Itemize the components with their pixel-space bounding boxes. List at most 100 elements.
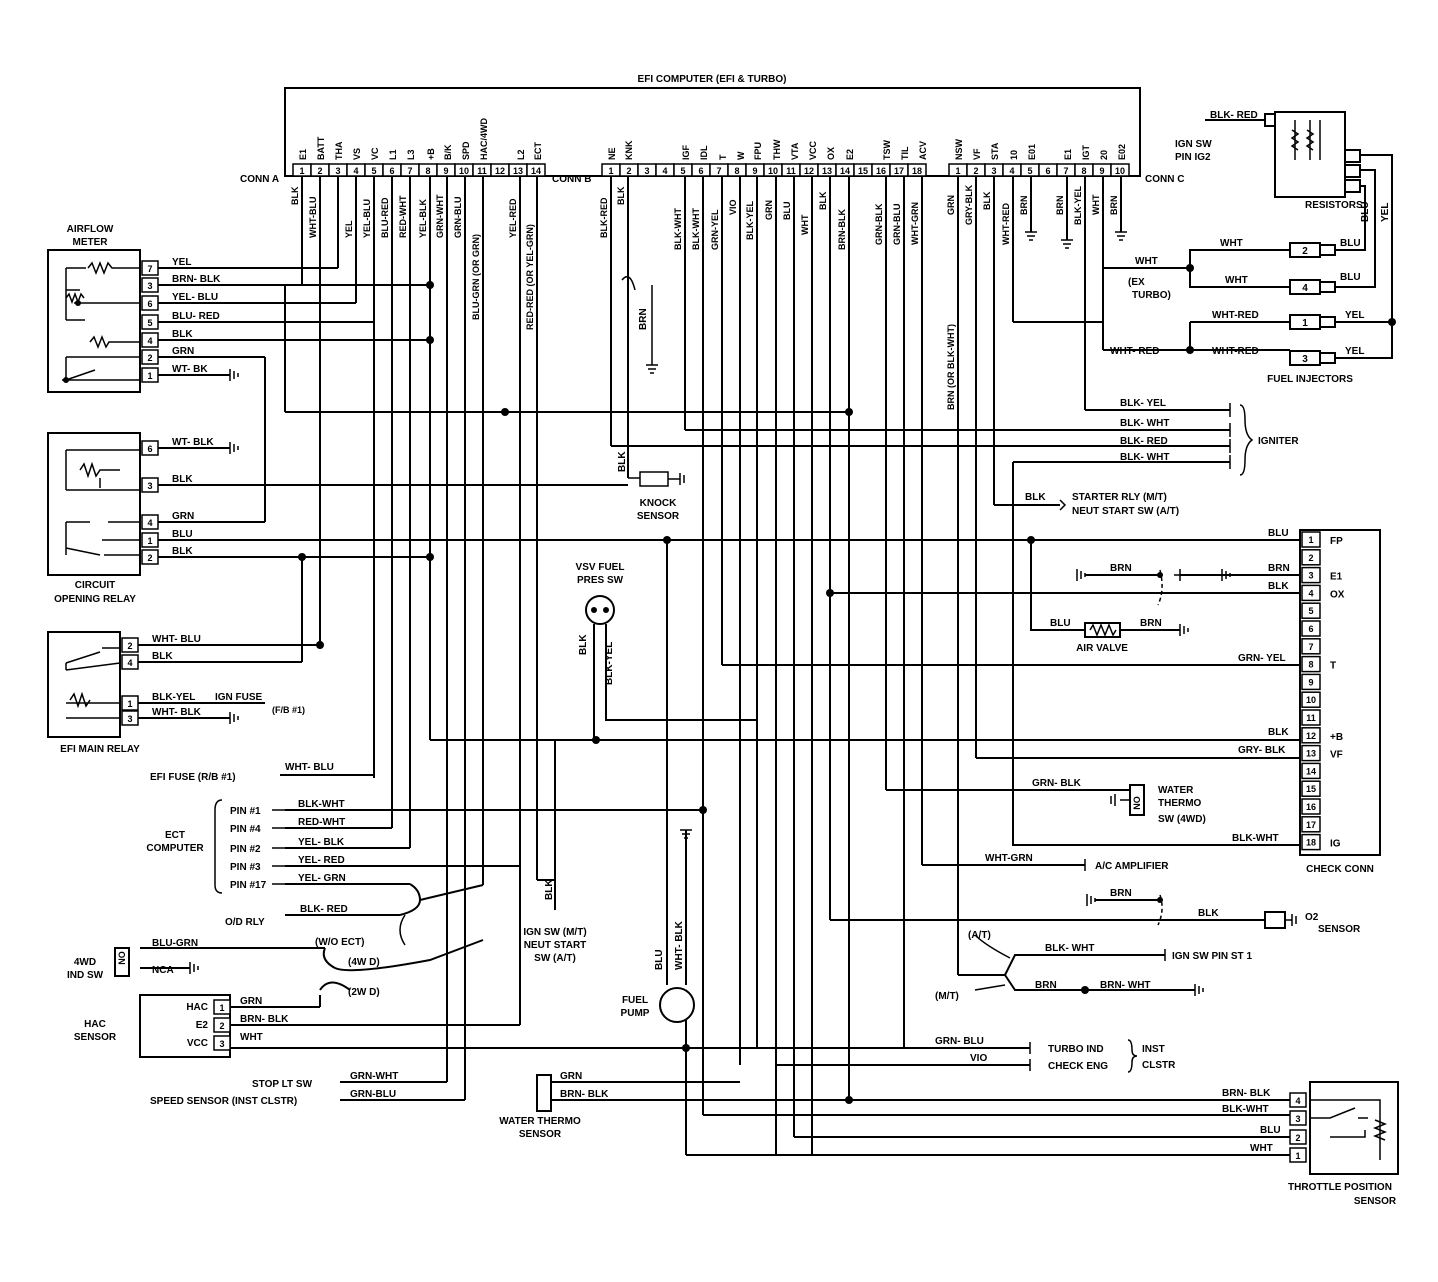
connector-wire-label: BLK <box>152 651 173 662</box>
speed-sensor-label: SPEED SENSOR (INST CLSTR) <box>150 1096 297 1107</box>
check-pin-box <box>1301 798 1321 815</box>
inj-wire-1: WHT <box>1220 238 1243 249</box>
ecu-pin-number: 2 <box>626 166 631 176</box>
ecu-pin-number: 8 <box>734 166 739 176</box>
inst-clstr: GRN- BLU VIO TURBO IND CHECK ENG INST CL… <box>776 1036 1176 1073</box>
ecu-term-b: IDL <box>699 145 709 160</box>
connector-pin-box <box>213 999 231 1015</box>
ecu-term-b: IGF <box>681 144 691 160</box>
wt-sw-title-1: WATER <box>1158 785 1194 796</box>
wts-title-1: WATER THERMO <box>499 1116 581 1127</box>
ign-st-brn-wht: BRN- WHT <box>1100 980 1151 991</box>
ecu-wire-b: BLK-WHT <box>673 208 683 250</box>
fuel-pump-wire-2: WHT- BLK <box>674 920 685 970</box>
injector-2: 2 <box>1302 246 1308 257</box>
ect-title-2: COMPUTER <box>146 843 204 854</box>
ecu-wire-a: YEL-RED <box>508 198 518 238</box>
wt-sw-title-2: THERMO <box>1158 798 1202 809</box>
connector-pin-box <box>213 1035 231 1051</box>
ecu-pin-number: 10 <box>768 166 778 176</box>
ect-pin-label: PIN #17 <box>230 880 267 891</box>
turbo-ind-label: TURBO IND <box>1048 1044 1104 1055</box>
tps-title-2: SENSOR <box>1354 1196 1397 1207</box>
tps-wire-2: BLK-WHT <box>1222 1104 1269 1115</box>
check-pin-box <box>1301 638 1321 655</box>
tps-pin-box <box>1289 1110 1307 1126</box>
ecu-term-c: 10 <box>1009 150 1019 160</box>
ecu-term-a: ECT <box>533 141 543 160</box>
check-pin-box <box>1301 780 1321 797</box>
connector-pin-number: 3 <box>147 481 152 491</box>
connector-pin-number: 2 <box>147 353 152 363</box>
ecu-wire-c: BRN <box>1019 196 1029 216</box>
junction-dots <box>298 264 1396 1141</box>
ecu-pin-number: 4 <box>353 166 358 176</box>
check-pin-box <box>1301 744 1321 762</box>
ecu-term-b: TSW <box>882 139 892 160</box>
ecu-pin-number: 10 <box>459 166 469 176</box>
ect-pin-label: PIN #4 <box>230 824 261 835</box>
starter-wire: BLK <box>1025 492 1046 503</box>
connector-pin-number: 1 <box>219 1003 224 1013</box>
check-pin-number: 8 <box>1308 660 1313 670</box>
ect-wire-label: YEL- RED <box>298 855 345 866</box>
ecu-wire-c: BRN <box>1109 196 1119 216</box>
ex-turbo-1: (EX <box>1128 277 1145 288</box>
check-pin-number: 18 <box>1306 838 1316 848</box>
check-pin-box <box>1301 602 1321 619</box>
ecu-term-a: L2 <box>516 149 526 160</box>
o2-title-2: SENSOR <box>1318 924 1361 935</box>
connector-wire-label: WT- BK <box>172 364 208 375</box>
ecu-term-a: BATT <box>316 136 326 160</box>
inj-wire-r1: BLU <box>1340 238 1361 249</box>
ecu-wire-a: YEL-BLU <box>362 199 372 238</box>
ign-st-brn: BRN <box>1035 980 1057 991</box>
check-pin-term: FP <box>1330 536 1343 547</box>
wt-sw-wire: GRN- BLK <box>1032 778 1082 789</box>
o2-title-1: O2 <box>1305 912 1319 923</box>
check-pin-box <box>1301 691 1321 708</box>
ecu-pin-number: 4 <box>662 166 667 176</box>
brn-ground-wire: BRN <box>1076 563 1163 606</box>
ecu-pin-number: 3 <box>991 166 996 176</box>
ign-sw-mt-wire: BLK <box>544 879 555 900</box>
ecu-wire-c: GRN <box>946 195 956 215</box>
inj-wire-r3: YEL <box>1345 310 1364 321</box>
ecu-term-b: TIL <box>900 146 910 160</box>
check-wire-gry-blk: GRY- BLK <box>1238 745 1286 756</box>
ecu-pin-box <box>907 163 927 177</box>
ecu-term-b: NE <box>607 147 617 160</box>
inst-wire-1: GRN- BLU <box>935 1036 984 1047</box>
ign-sw-mt-3: SW (A/T) <box>534 953 576 964</box>
inj-wht-red-label: WHT- RED <box>1110 346 1159 357</box>
ecu-term-a: L1 <box>388 149 398 160</box>
od-rly-wire: BLK- RED <box>300 904 348 915</box>
tps-pin-number: 1 <box>1295 1151 1300 1161</box>
conn-b-label: CONN B <box>552 174 591 185</box>
efi-fuse-label: EFI FUSE (R/B #1) <box>150 772 236 783</box>
ecu-wire-b: BRN-BLK <box>837 209 847 250</box>
ign-st-mt: (M/T) <box>935 991 959 1002</box>
ecu-wire-c: GRY-BLK <box>964 184 974 225</box>
ecu-pin-number: 14 <box>531 166 541 176</box>
check-pin-number: 13 <box>1306 749 1316 759</box>
ecu-pin-number: 6 <box>1045 166 1050 176</box>
knock-sensor: BLK BRN KNOCK SENSOR <box>617 275 685 522</box>
check-pin-box <box>1301 584 1321 602</box>
ecu-pin-number: 8 <box>1081 166 1086 176</box>
ect-pin-label: PIN #3 <box>230 862 261 873</box>
ecu-wire-b: BLK-RED <box>599 197 609 238</box>
knock-sensor-title-1: KNOCK <box>640 498 677 509</box>
hac-title-2: SENSOR <box>74 1032 117 1043</box>
connector-pin-number: 2 <box>147 553 152 563</box>
ecu-pin-number: 1 <box>608 166 613 176</box>
circuit-opening-relay-title-1: CIRCUIT <box>75 580 116 591</box>
ecu-pin-number: 2 <box>973 166 978 176</box>
tps-pin-number: 2 <box>1295 1133 1300 1143</box>
fuel-injectors: 2 4 1 3 WHT WHT WHT-RED WHT-RED BLU BLU … <box>1013 232 1393 385</box>
check-pin-box <box>1301 762 1321 780</box>
knock-shield-wire: BRN <box>638 308 649 330</box>
